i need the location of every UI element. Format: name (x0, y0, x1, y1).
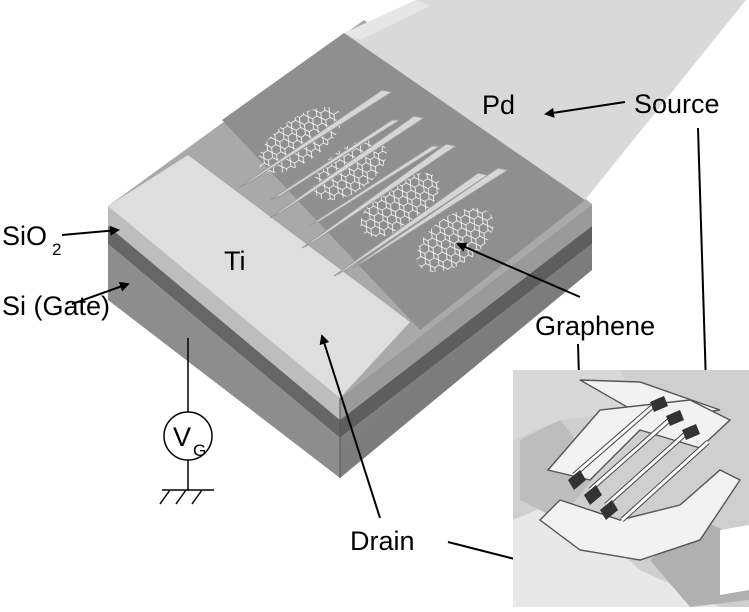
arrow-icon (697, 127, 711, 386)
gate-voltage-circuit: V G (159, 338, 214, 505)
arrow-icon (456, 242, 581, 298)
ti-label: Ti (224, 246, 246, 276)
interdigitated-fingers (237, 89, 510, 277)
chip-right-face-top-layer (340, 204, 592, 420)
source-label: Source (634, 89, 720, 119)
sio2-label: SiO (2, 221, 47, 251)
ti-drain-pad (108, 155, 410, 398)
graphene-label: Graphene (535, 311, 655, 341)
ground-symbol-icon (159, 489, 214, 505)
arrow-icon (544, 101, 626, 118)
sio2-subscript: 2 (52, 240, 61, 259)
sio2-layer-right (340, 226, 592, 438)
vg-label: V (173, 422, 191, 452)
vg-subscript: G (193, 441, 206, 460)
si-gate-layer-right (340, 244, 592, 478)
drain-label: Drain (350, 526, 415, 556)
sio2-layer (108, 226, 340, 438)
arrow-icon (71, 281, 130, 305)
arrow-icon (319, 334, 381, 519)
pd-source-pad (344, 0, 746, 200)
sio2-label-group: SiO 2 (2, 221, 61, 259)
sem-inset-image (513, 370, 749, 607)
pd-label: Pd (482, 90, 515, 120)
arrow-icon (61, 225, 120, 236)
si-gate-layer (108, 244, 340, 478)
chip-left-face-top-layer (108, 206, 340, 420)
